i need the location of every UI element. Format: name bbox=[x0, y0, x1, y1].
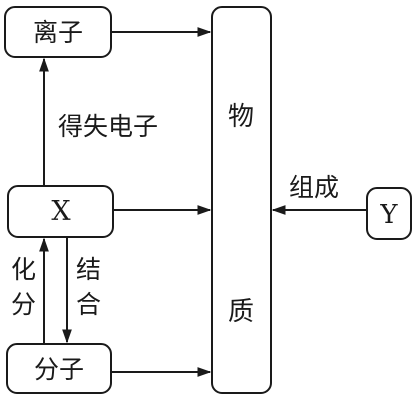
compose-label: 组成 bbox=[289, 173, 339, 202]
molecule-label: 分子 bbox=[34, 355, 84, 384]
y-box bbox=[366, 187, 412, 240]
split-label-1: 化 bbox=[11, 255, 36, 284]
ion-label: 离子 bbox=[33, 18, 83, 47]
combine-label-1: 结 bbox=[76, 255, 101, 284]
substance-label-top: 物 bbox=[228, 102, 254, 132]
substance-box bbox=[211, 6, 272, 394]
molecule-box bbox=[6, 343, 112, 394]
y-label: Y bbox=[379, 200, 398, 230]
x-label: X bbox=[51, 196, 71, 227]
substance-label-bottom: 质 bbox=[228, 297, 254, 327]
combine-label-2: 合 bbox=[76, 290, 101, 319]
x-box bbox=[7, 185, 114, 238]
split-label-2: 分 bbox=[11, 290, 36, 319]
gain-lose-electrons-label: 得失电子 bbox=[58, 112, 158, 141]
